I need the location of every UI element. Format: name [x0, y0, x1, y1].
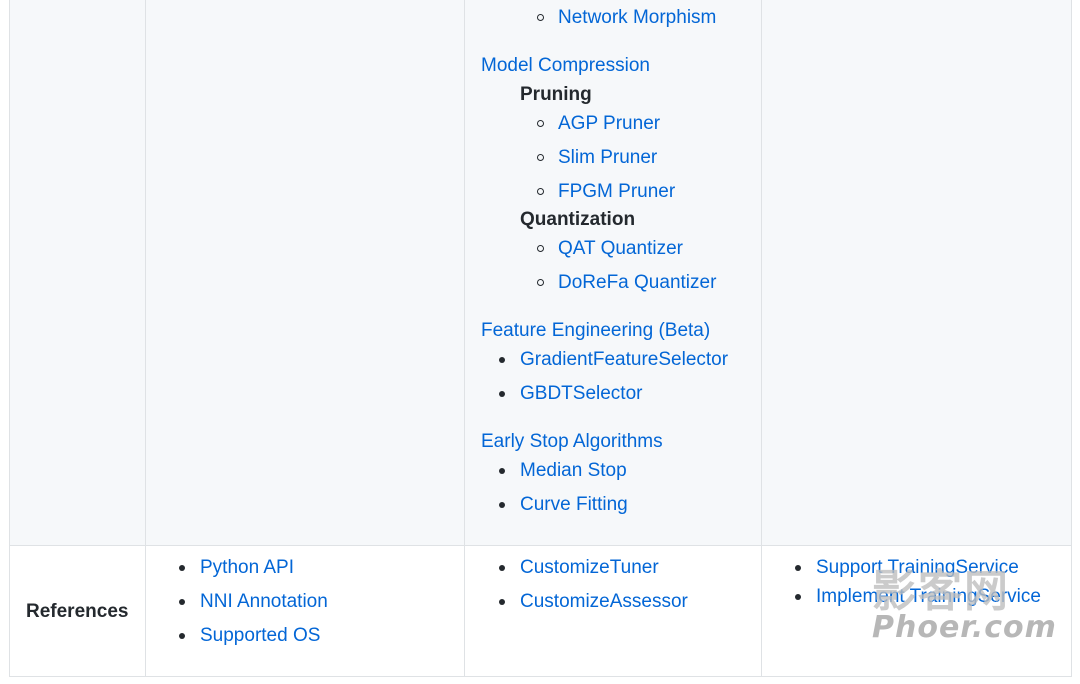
- link-qat-quantizer[interactable]: QAT Quantizer: [558, 238, 683, 259]
- list-bullet-disc: [179, 633, 185, 639]
- row-shade-top-mid: [146, 0, 761, 546]
- list-bullet-disc: [795, 594, 801, 600]
- link-early-stop-algorithms[interactable]: Early Stop Algorithms: [481, 431, 663, 452]
- link-customize-tuner[interactable]: CustomizeTuner: [520, 557, 659, 578]
- list-bullet-disc: [179, 565, 185, 571]
- link-feature-engineering[interactable]: Feature Engineering (Beta): [481, 320, 711, 341]
- pruning-label: Pruning: [520, 84, 592, 105]
- list-bullet-disc: [499, 468, 505, 474]
- list-bullet-circle: [537, 14, 544, 21]
- link-median-stop[interactable]: Median Stop: [520, 460, 627, 481]
- link-gbdt-selector[interactable]: GBDTSelector: [520, 383, 643, 404]
- link-slim-pruner[interactable]: Slim Pruner: [558, 147, 658, 168]
- list-bullet-disc: [499, 391, 505, 397]
- link-curve-fitting[interactable]: Curve Fitting: [520, 494, 628, 515]
- list-bullet-circle: [537, 120, 544, 127]
- list-bullet-circle: [537, 279, 544, 286]
- table-border-col1: [145, 0, 146, 677]
- table-row-divider: [10, 545, 1071, 546]
- link-support-training-service[interactable]: Support TrainingService: [816, 557, 1019, 578]
- references-label: References: [26, 601, 129, 622]
- list-bullet-disc: [795, 565, 801, 571]
- list-bullet-disc: [179, 599, 185, 605]
- link-customize-assessor[interactable]: CustomizeAssessor: [520, 591, 688, 612]
- list-bullet-disc: [499, 502, 505, 508]
- list-bullet-circle: [537, 188, 544, 195]
- link-supported-os[interactable]: Supported OS: [200, 625, 321, 646]
- link-implement-training-service[interactable]: Implement TrainingService: [816, 586, 1041, 607]
- table-border-col3: [761, 0, 762, 677]
- link-agp-pruner[interactable]: AGP Pruner: [558, 113, 661, 134]
- link-nni-annotation[interactable]: NNI Annotation: [200, 591, 328, 612]
- link-network-morphism[interactable]: Network Morphism: [558, 7, 717, 28]
- list-bullet-disc: [499, 565, 505, 571]
- list-bullet-disc: [499, 357, 505, 363]
- link-gradient-feature-selector[interactable]: GradientFeatureSelector: [520, 349, 729, 370]
- link-python-api[interactable]: Python API: [200, 557, 295, 578]
- list-bullet-circle: [537, 245, 544, 252]
- table-border-col2: [464, 0, 465, 677]
- link-dorefa-quantizer[interactable]: DoReFa Quantizer: [558, 272, 717, 293]
- table-border-bottom: [10, 676, 1071, 677]
- table-border-right: [1071, 0, 1072, 677]
- link-fpgm-pruner[interactable]: FPGM Pruner: [558, 181, 676, 202]
- list-bullet-disc: [499, 599, 505, 605]
- list-bullet-circle: [537, 154, 544, 161]
- quantization-label: Quantization: [520, 209, 636, 230]
- link-model-compression[interactable]: Model Compression: [481, 55, 650, 76]
- watermark-domain: Phoer.com: [872, 610, 1057, 645]
- table-border-left: [9, 0, 10, 677]
